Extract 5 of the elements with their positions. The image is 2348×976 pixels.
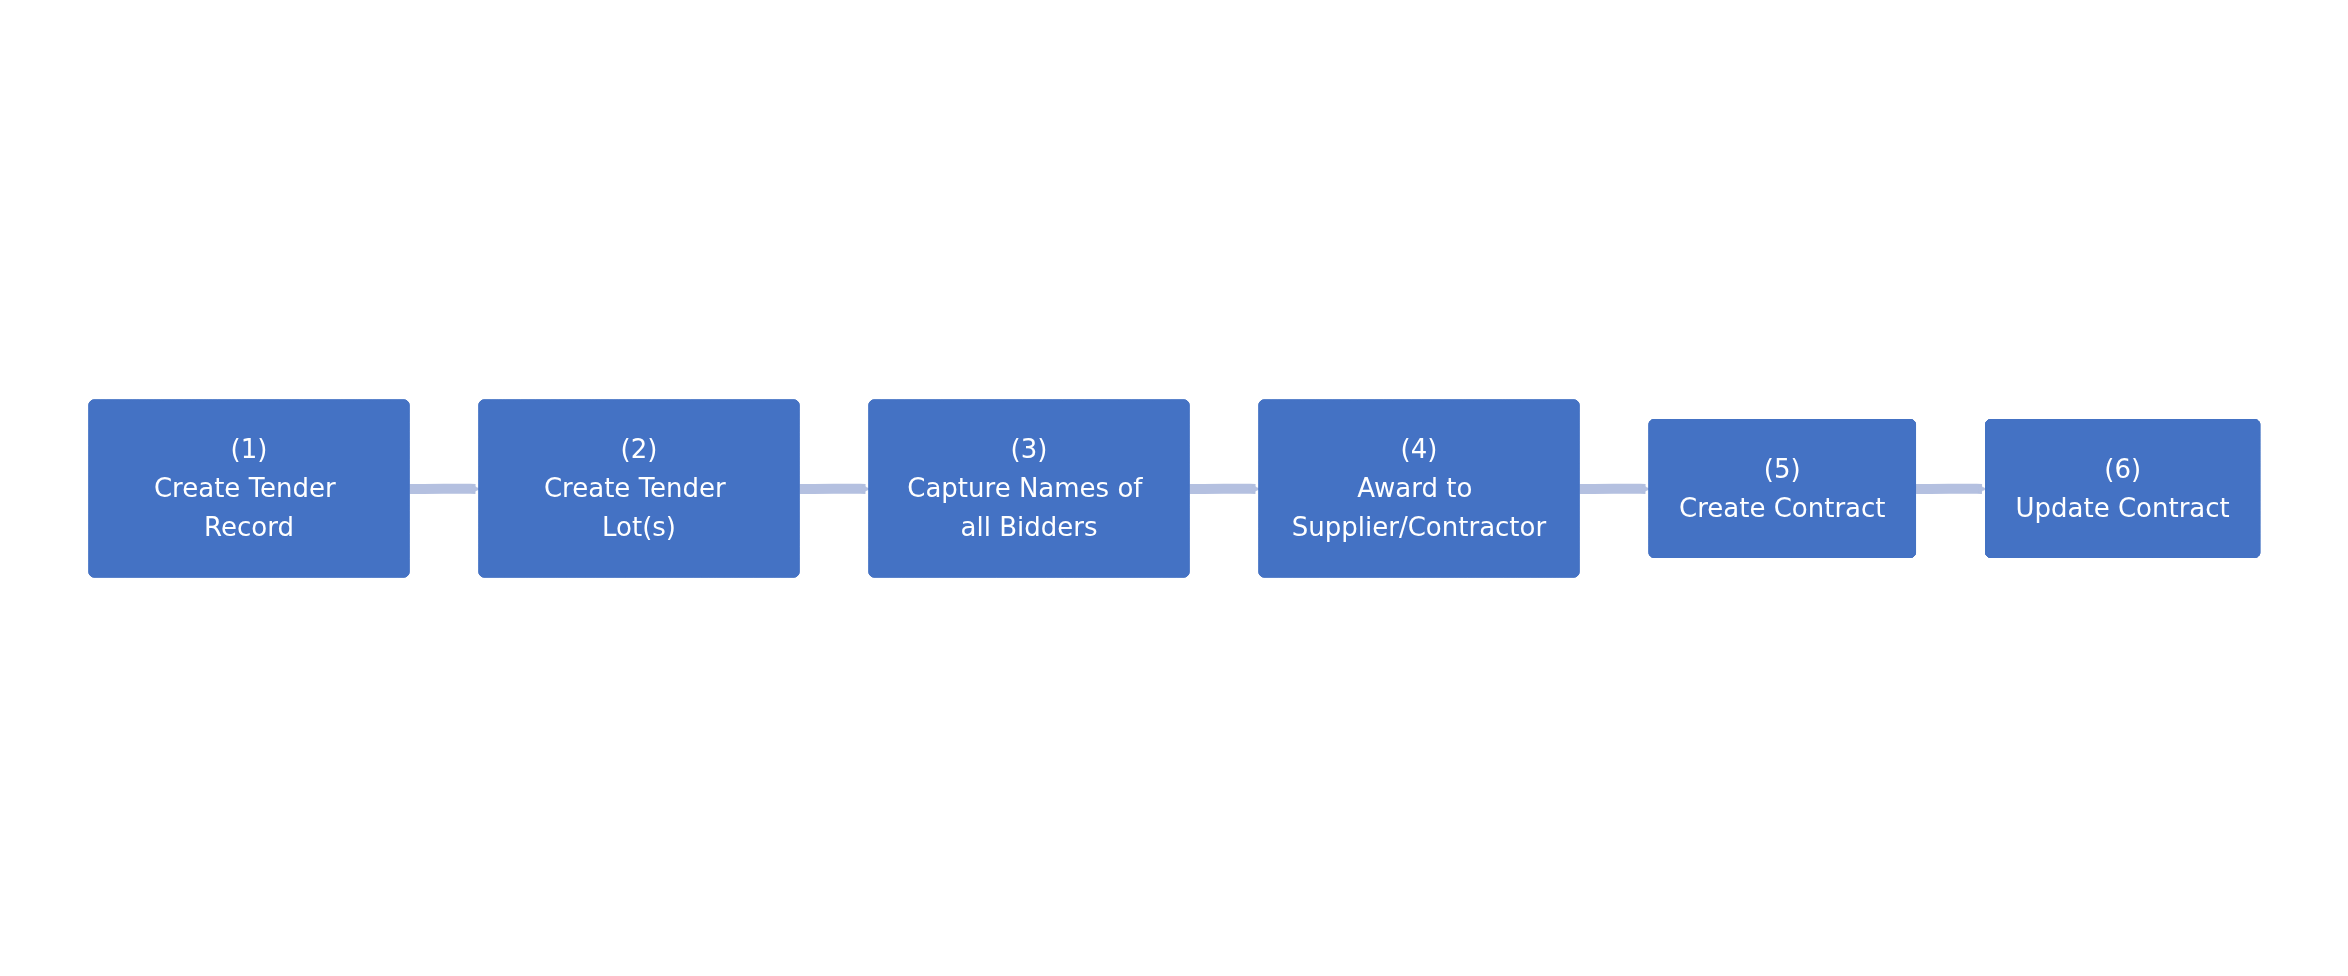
arrow <box>1189 483 1260 494</box>
arrow <box>799 483 870 494</box>
arrow <box>409 483 480 494</box>
arrow <box>1579 483 1650 494</box>
arrow <box>1915 483 1986 494</box>
